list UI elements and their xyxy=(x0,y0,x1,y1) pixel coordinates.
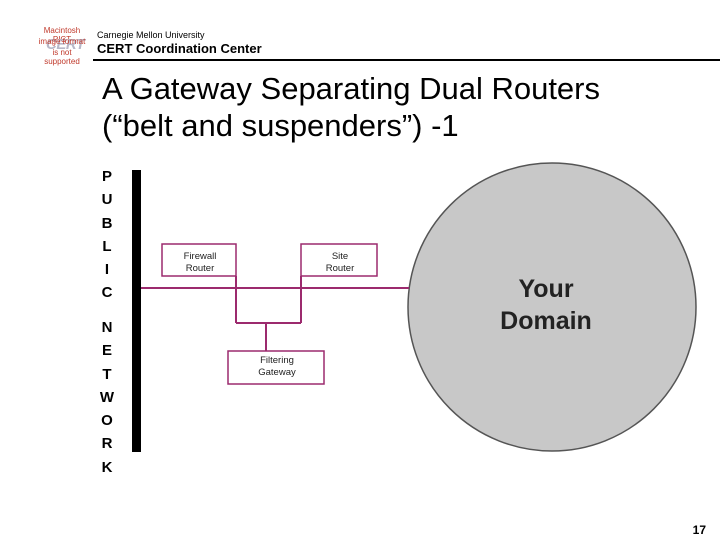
network-letter: E xyxy=(101,342,112,360)
device-boxes xyxy=(161,243,378,385)
firewall-router-box xyxy=(161,243,237,277)
site-router-label-line2: Router xyxy=(325,263,355,274)
public-letter: P xyxy=(101,168,112,185)
your-domain-label-line2: Domain xyxy=(500,307,592,335)
your-domain-circle xyxy=(407,162,697,452)
network-letter: T xyxy=(102,365,112,383)
site-router-box xyxy=(300,243,378,277)
public-label: P U B L I C xyxy=(98,165,116,305)
page-number: 17 xyxy=(692,523,706,537)
firewall-router-label-line1: Firewall xyxy=(183,251,217,262)
public-letter: U xyxy=(101,191,113,209)
logo-text-line1: Macintosh PICT xyxy=(43,26,81,44)
public-letter: L xyxy=(102,237,112,255)
public-letter: C xyxy=(101,284,113,302)
logo-text-line2: image format xyxy=(38,37,86,46)
cert-logo: Macintosh PICT CERT image format is not … xyxy=(36,26,88,66)
your-domain-label-line1: Your xyxy=(518,275,574,303)
connection-lines xyxy=(141,276,409,351)
header-rule xyxy=(93,59,720,61)
network-letter: K xyxy=(101,458,113,476)
filtering-gateway-label-line1: Filtering xyxy=(260,355,294,366)
firewall-router-label-line2: Router xyxy=(185,263,215,274)
filtering-gateway-label-line2: Gateway xyxy=(258,367,296,378)
network-letter: N xyxy=(101,319,113,336)
network-letter: O xyxy=(101,412,113,430)
public-network-bar xyxy=(132,170,141,452)
slide-title: A Gateway Separating Dual Routers (“belt… xyxy=(102,70,600,144)
firewall-router-label: Firewall Router xyxy=(162,251,238,275)
filtering-gateway-label: Filtering Gateway xyxy=(228,355,326,379)
network-label: N E T W O R K xyxy=(98,316,116,479)
logo-cert-text: CERT xyxy=(46,36,85,53)
logo-text-line3: is not supported xyxy=(44,48,80,66)
filtering-gateway-box xyxy=(227,350,325,385)
site-router-label: Site Router xyxy=(301,251,379,275)
title-line-1: A Gateway Separating Dual Routers xyxy=(102,71,600,106)
center-name: CERT Coordination Center xyxy=(97,41,262,56)
site-router-label-line1: Site xyxy=(331,251,349,262)
public-letter: B xyxy=(101,214,113,232)
public-letter: I xyxy=(104,261,110,279)
title-line-2: (“belt and suspenders”) -1 xyxy=(102,108,459,143)
your-domain-label: Your Domain xyxy=(486,273,606,337)
university-name: Carnegie Mellon University xyxy=(97,30,205,40)
network-letter: R xyxy=(101,435,113,453)
network-letter: W xyxy=(99,388,115,406)
